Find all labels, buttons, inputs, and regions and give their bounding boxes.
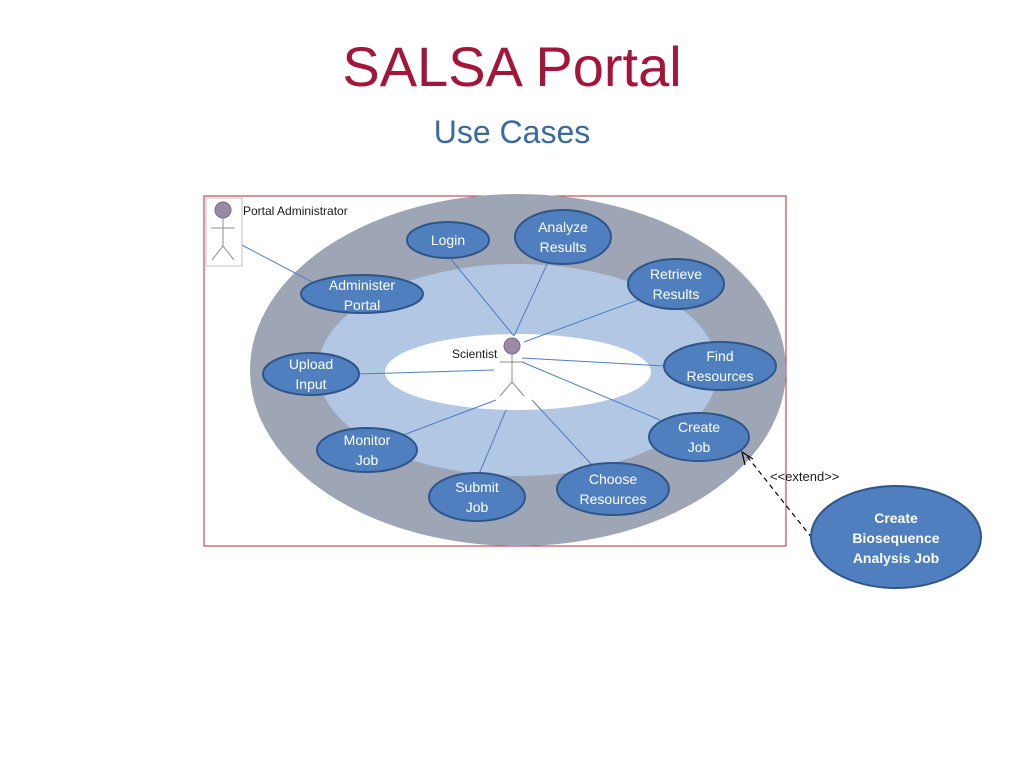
line-scientist-create xyxy=(521,361,661,421)
actor-head-icon xyxy=(503,337,521,355)
use-case-analyze-results[interactable]: Analyze Results xyxy=(514,209,612,265)
use-case-label: Biosequence xyxy=(852,530,939,546)
use-case-label: Choose xyxy=(589,471,637,487)
use-case-administer-portal[interactable]: Administer Portal xyxy=(300,274,424,314)
extend-label: <<extend>> xyxy=(770,469,839,484)
use-case-label: Retrieve xyxy=(650,266,702,282)
slide-title: SALSA Portal xyxy=(342,35,682,98)
use-case-label: Analyze xyxy=(538,219,588,235)
use-case-label: Administer xyxy=(329,277,395,293)
use-case-create-job[interactable]: Create Job xyxy=(648,412,750,462)
use-case-create-biosequence-analysis-job[interactable]: Create Biosequence Analysis Job xyxy=(810,485,982,589)
association-lines xyxy=(237,242,666,475)
use-case-submit-job[interactable]: Submit Job xyxy=(428,472,526,522)
scientist-actor: Scientist xyxy=(452,337,525,397)
line-scientist-login xyxy=(449,257,515,337)
use-case-label: Input xyxy=(295,376,326,392)
use-case-label: Resources xyxy=(687,368,754,384)
line-scientist-retrieve xyxy=(523,299,639,343)
scientist-label: Scientist xyxy=(452,347,498,361)
line-scientist-choose xyxy=(531,399,593,466)
use-case-find-resources[interactable]: Find Resources xyxy=(663,341,777,391)
use-case-login[interactable]: Login xyxy=(406,221,490,259)
use-case-label: Job xyxy=(356,452,379,468)
use-case-label: Find xyxy=(706,348,733,364)
portal-administrator-label: Portal Administrator xyxy=(243,204,348,218)
extend-arrowhead-icon xyxy=(741,450,754,466)
use-case-label: Results xyxy=(540,239,587,255)
use-case-label: Job xyxy=(688,439,711,455)
use-case-label: Upload xyxy=(289,356,333,372)
use-case-label: Job xyxy=(466,499,489,515)
use-case-label: Results xyxy=(653,286,700,302)
use-case-label: Portal xyxy=(344,297,381,313)
center-area xyxy=(385,334,651,410)
use-case-retrieve-results[interactable]: Retrieve Results xyxy=(627,258,725,310)
line-scientist-submit xyxy=(478,409,507,475)
use-case-label: Resources xyxy=(580,491,647,507)
use-case-label: Create xyxy=(874,510,918,526)
line-scientist-analyze xyxy=(513,261,549,337)
use-case-label: Submit xyxy=(455,479,499,495)
use-case-label: Monitor xyxy=(344,432,391,448)
line-scientist-find xyxy=(521,357,666,367)
line-scientist-upload xyxy=(357,369,495,375)
use-case-choose-resources[interactable]: Choose Resources xyxy=(556,462,670,516)
actor-head-icon xyxy=(214,201,232,219)
line-admin-administer xyxy=(237,242,317,285)
use-case-upload-input[interactable]: Upload Input xyxy=(262,352,360,396)
use-case-label: Login xyxy=(431,232,465,248)
portal-administrator-actor: Portal Administrator xyxy=(205,197,348,267)
use-case-label: Analysis Job xyxy=(853,550,939,566)
line-scientist-monitor xyxy=(397,399,497,438)
use-case-monitor-job[interactable]: Monitor Job xyxy=(316,427,418,473)
extend-relation: <<extend>> xyxy=(741,450,839,539)
slide-subtitle: Use Cases xyxy=(433,114,591,150)
use-case-label: Create xyxy=(678,419,720,435)
